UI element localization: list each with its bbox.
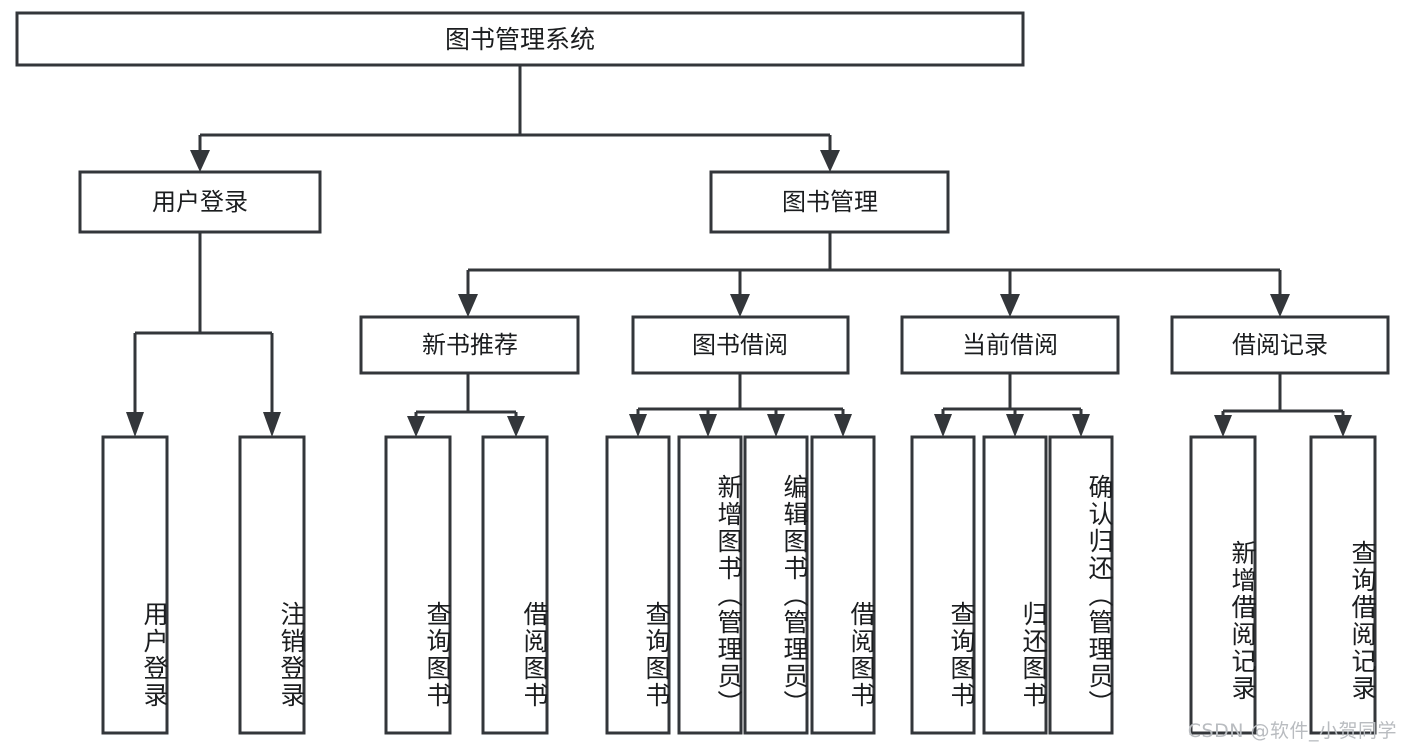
node-user-login-label: 用户登录	[152, 188, 248, 216]
csdn-watermark: CSDN @软件_小贺同学	[1187, 720, 1397, 742]
node-book-manage-label: 图书管理	[782, 188, 878, 216]
arrow-head-bb-child-3	[767, 414, 785, 437]
node-current-borrow-box[interactable]	[900, 315, 1120, 375]
node-leaf-query-book-borrow-box[interactable]	[605, 435, 671, 735]
arrow-head-bb-child-4	[834, 414, 852, 437]
node-leaf-add-record-box[interactable]	[1189, 435, 1257, 735]
node-leaf-logout-box[interactable]	[238, 435, 306, 735]
node-leaf-return-book-box[interactable]	[982, 435, 1048, 735]
node-book-manage-box[interactable]	[709, 170, 950, 234]
node-root[interactable]: 图书管理系统	[15, 11, 1025, 67]
edge-group-root	[190, 65, 840, 172]
node-leaf-query-record-box[interactable]	[1309, 435, 1377, 735]
arrow-head-cb-child-3	[1072, 414, 1090, 437]
node-root-label: 图书管理系统	[445, 25, 595, 54]
node-current-borrow-label: 当前借阅	[962, 331, 1058, 359]
node-leaf-borrow-book-rec-box[interactable]	[481, 435, 549, 735]
arrow-head-br-child-1	[1214, 415, 1232, 437]
node-borrow-record-box[interactable]	[1170, 315, 1390, 375]
node-current-borrow[interactable]: 当前借阅	[900, 315, 1120, 375]
edge-group-user-login	[126, 232, 281, 437]
edge-group-borrow-record	[1214, 373, 1352, 437]
node-root-box[interactable]	[15, 11, 1025, 67]
node-book-borrow[interactable]: 图书借阅	[631, 315, 850, 375]
edge-group-current-borrow	[934, 373, 1090, 437]
node-user-login-box[interactable]	[78, 170, 322, 234]
arrow-head-cb-child-2	[1006, 414, 1024, 437]
arrow-head-to-book-manage	[820, 150, 840, 172]
node-leaf-add-book-box[interactable]	[677, 435, 743, 735]
arrow-head-borrow-record	[1270, 294, 1290, 317]
node-new-book-recommend-box[interactable]	[359, 315, 580, 375]
edge-group-book-borrow	[629, 373, 852, 437]
arrow-head-new-book-recommend	[458, 294, 478, 317]
node-new-book-recommend[interactable]: 新书推荐	[359, 315, 580, 375]
node-leaf-user-login-box[interactable]	[101, 435, 169, 735]
node-user-login[interactable]: 用户登录	[78, 170, 322, 234]
node-leaf-query-book-cur-box[interactable]	[910, 435, 976, 735]
arrow-head-leaf-user-login	[126, 412, 144, 437]
node-leaf-confirm-return-box[interactable]	[1048, 435, 1114, 735]
node-leaf-edit-book-box[interactable]	[743, 435, 809, 735]
node-book-borrow-label: 图书借阅	[692, 331, 788, 359]
arrow-head-bb-child-1	[629, 414, 647, 437]
node-borrow-record-label: 借阅记录	[1232, 331, 1328, 359]
arrow-head-bb-child-2	[699, 414, 717, 437]
node-book-manage[interactable]: 图书管理	[709, 170, 950, 234]
arrow-head-nbr-child-2	[507, 416, 525, 437]
node-new-book-recommend-label: 新书推荐	[422, 331, 518, 359]
arrow-head-nbr-child-1	[407, 416, 425, 437]
arrow-head-br-child-2	[1334, 415, 1352, 437]
arrow-head-to-user-login	[190, 150, 210, 172]
node-borrow-record[interactable]: 借阅记录	[1170, 315, 1390, 375]
edge-group-book-manage	[458, 232, 1290, 317]
arrow-head-current-borrow	[1000, 294, 1020, 317]
edge-group-new-book-recommend	[407, 373, 525, 437]
node-book-borrow-box[interactable]	[631, 315, 850, 375]
arrow-head-cb-child-1	[934, 414, 952, 437]
node-leaf-borrow-book-box[interactable]	[810, 435, 876, 735]
arrow-head-leaf-logout	[263, 412, 281, 437]
node-leaf-query-book-rec-box[interactable]	[384, 435, 452, 735]
arrow-head-book-borrow	[730, 294, 750, 317]
